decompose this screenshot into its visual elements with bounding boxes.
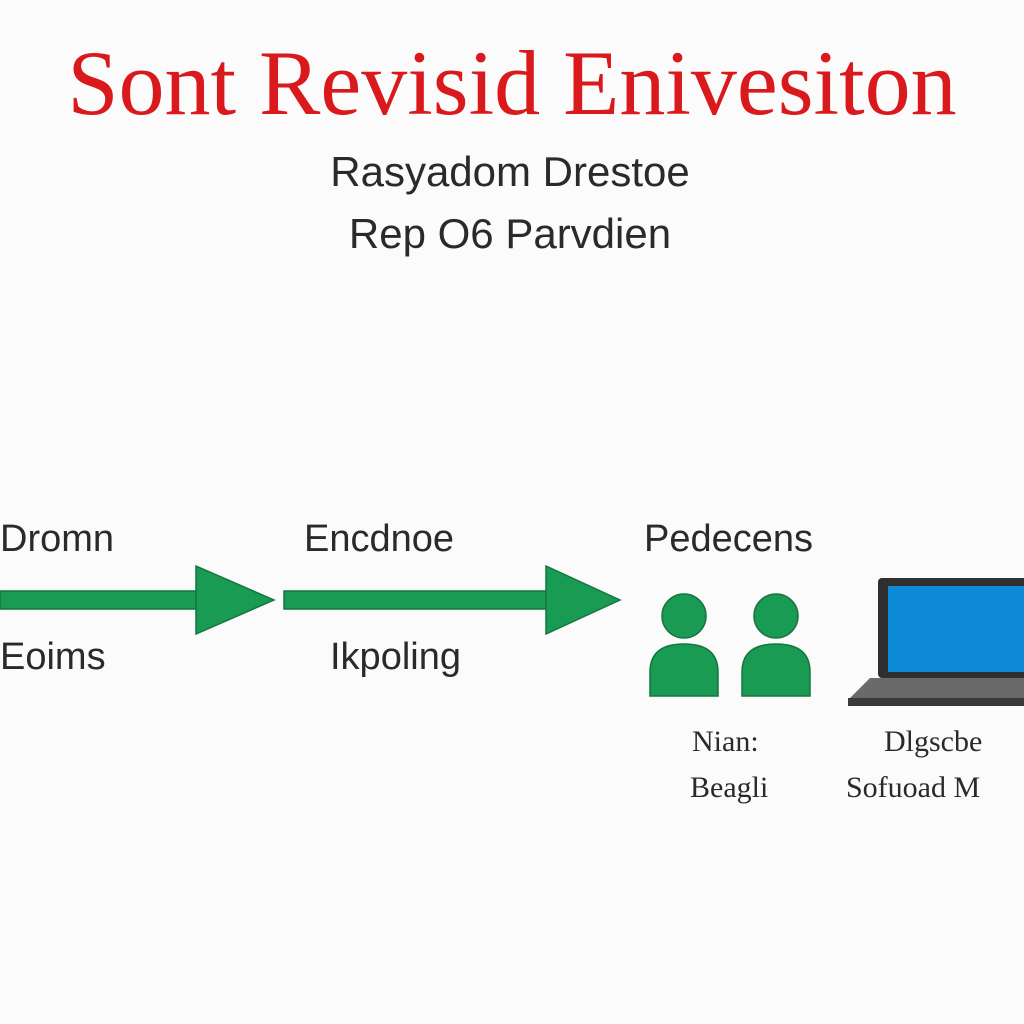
people-caption-line-1: Nian: [692,725,759,758]
stage-2-bottom-label: Ikpoling [330,636,461,678]
stage-3-top-label: Pedecens [644,518,814,560]
person-icon [649,593,719,697]
device-caption-line-2: Sofuoad M [846,771,981,804]
subtitle-line-2: Rep O6 Parvdien [348,210,672,257]
subtitle-line-1: Rasyadom Drestoe [330,148,690,195]
arrow-right-icon [0,564,276,636]
stage-1-top-label: Dromn [0,518,115,560]
person-icon [741,593,811,697]
device-caption-line-1: Dlgscbe [884,725,983,758]
laptop-icon [848,578,1024,706]
arrow-right-icon [283,564,622,636]
stage-2-top-label: Encdnoe [304,518,455,560]
diagram-title: Sont Revisid Enivesiton [67,32,957,134]
stage-1-bottom-label: Eoims [0,636,106,678]
people-caption-line-2: Beagli [690,771,769,804]
